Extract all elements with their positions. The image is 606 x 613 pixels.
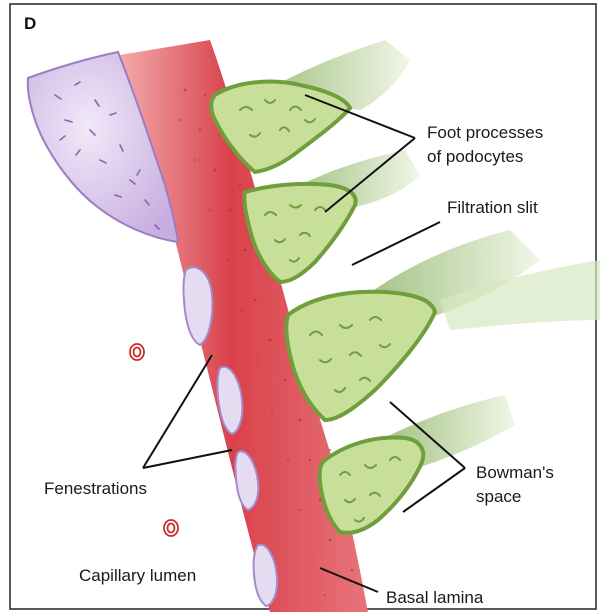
label-fenestrations: Fenestrations xyxy=(44,478,147,499)
label-foot-processes-line2: of podocytes xyxy=(427,146,523,167)
panel-letter: D xyxy=(24,14,36,34)
label-bowmans-space-line1: Bowman's xyxy=(476,462,554,483)
label-bowmans-space-line2: space xyxy=(476,486,521,507)
label-filtration-slit: Filtration slit xyxy=(447,197,538,218)
label-foot-processes-line1: Foot processes xyxy=(427,122,543,143)
label-basal-lamina: Basal lamina xyxy=(386,587,483,608)
label-capillary-lumen: Capillary lumen xyxy=(79,565,196,586)
